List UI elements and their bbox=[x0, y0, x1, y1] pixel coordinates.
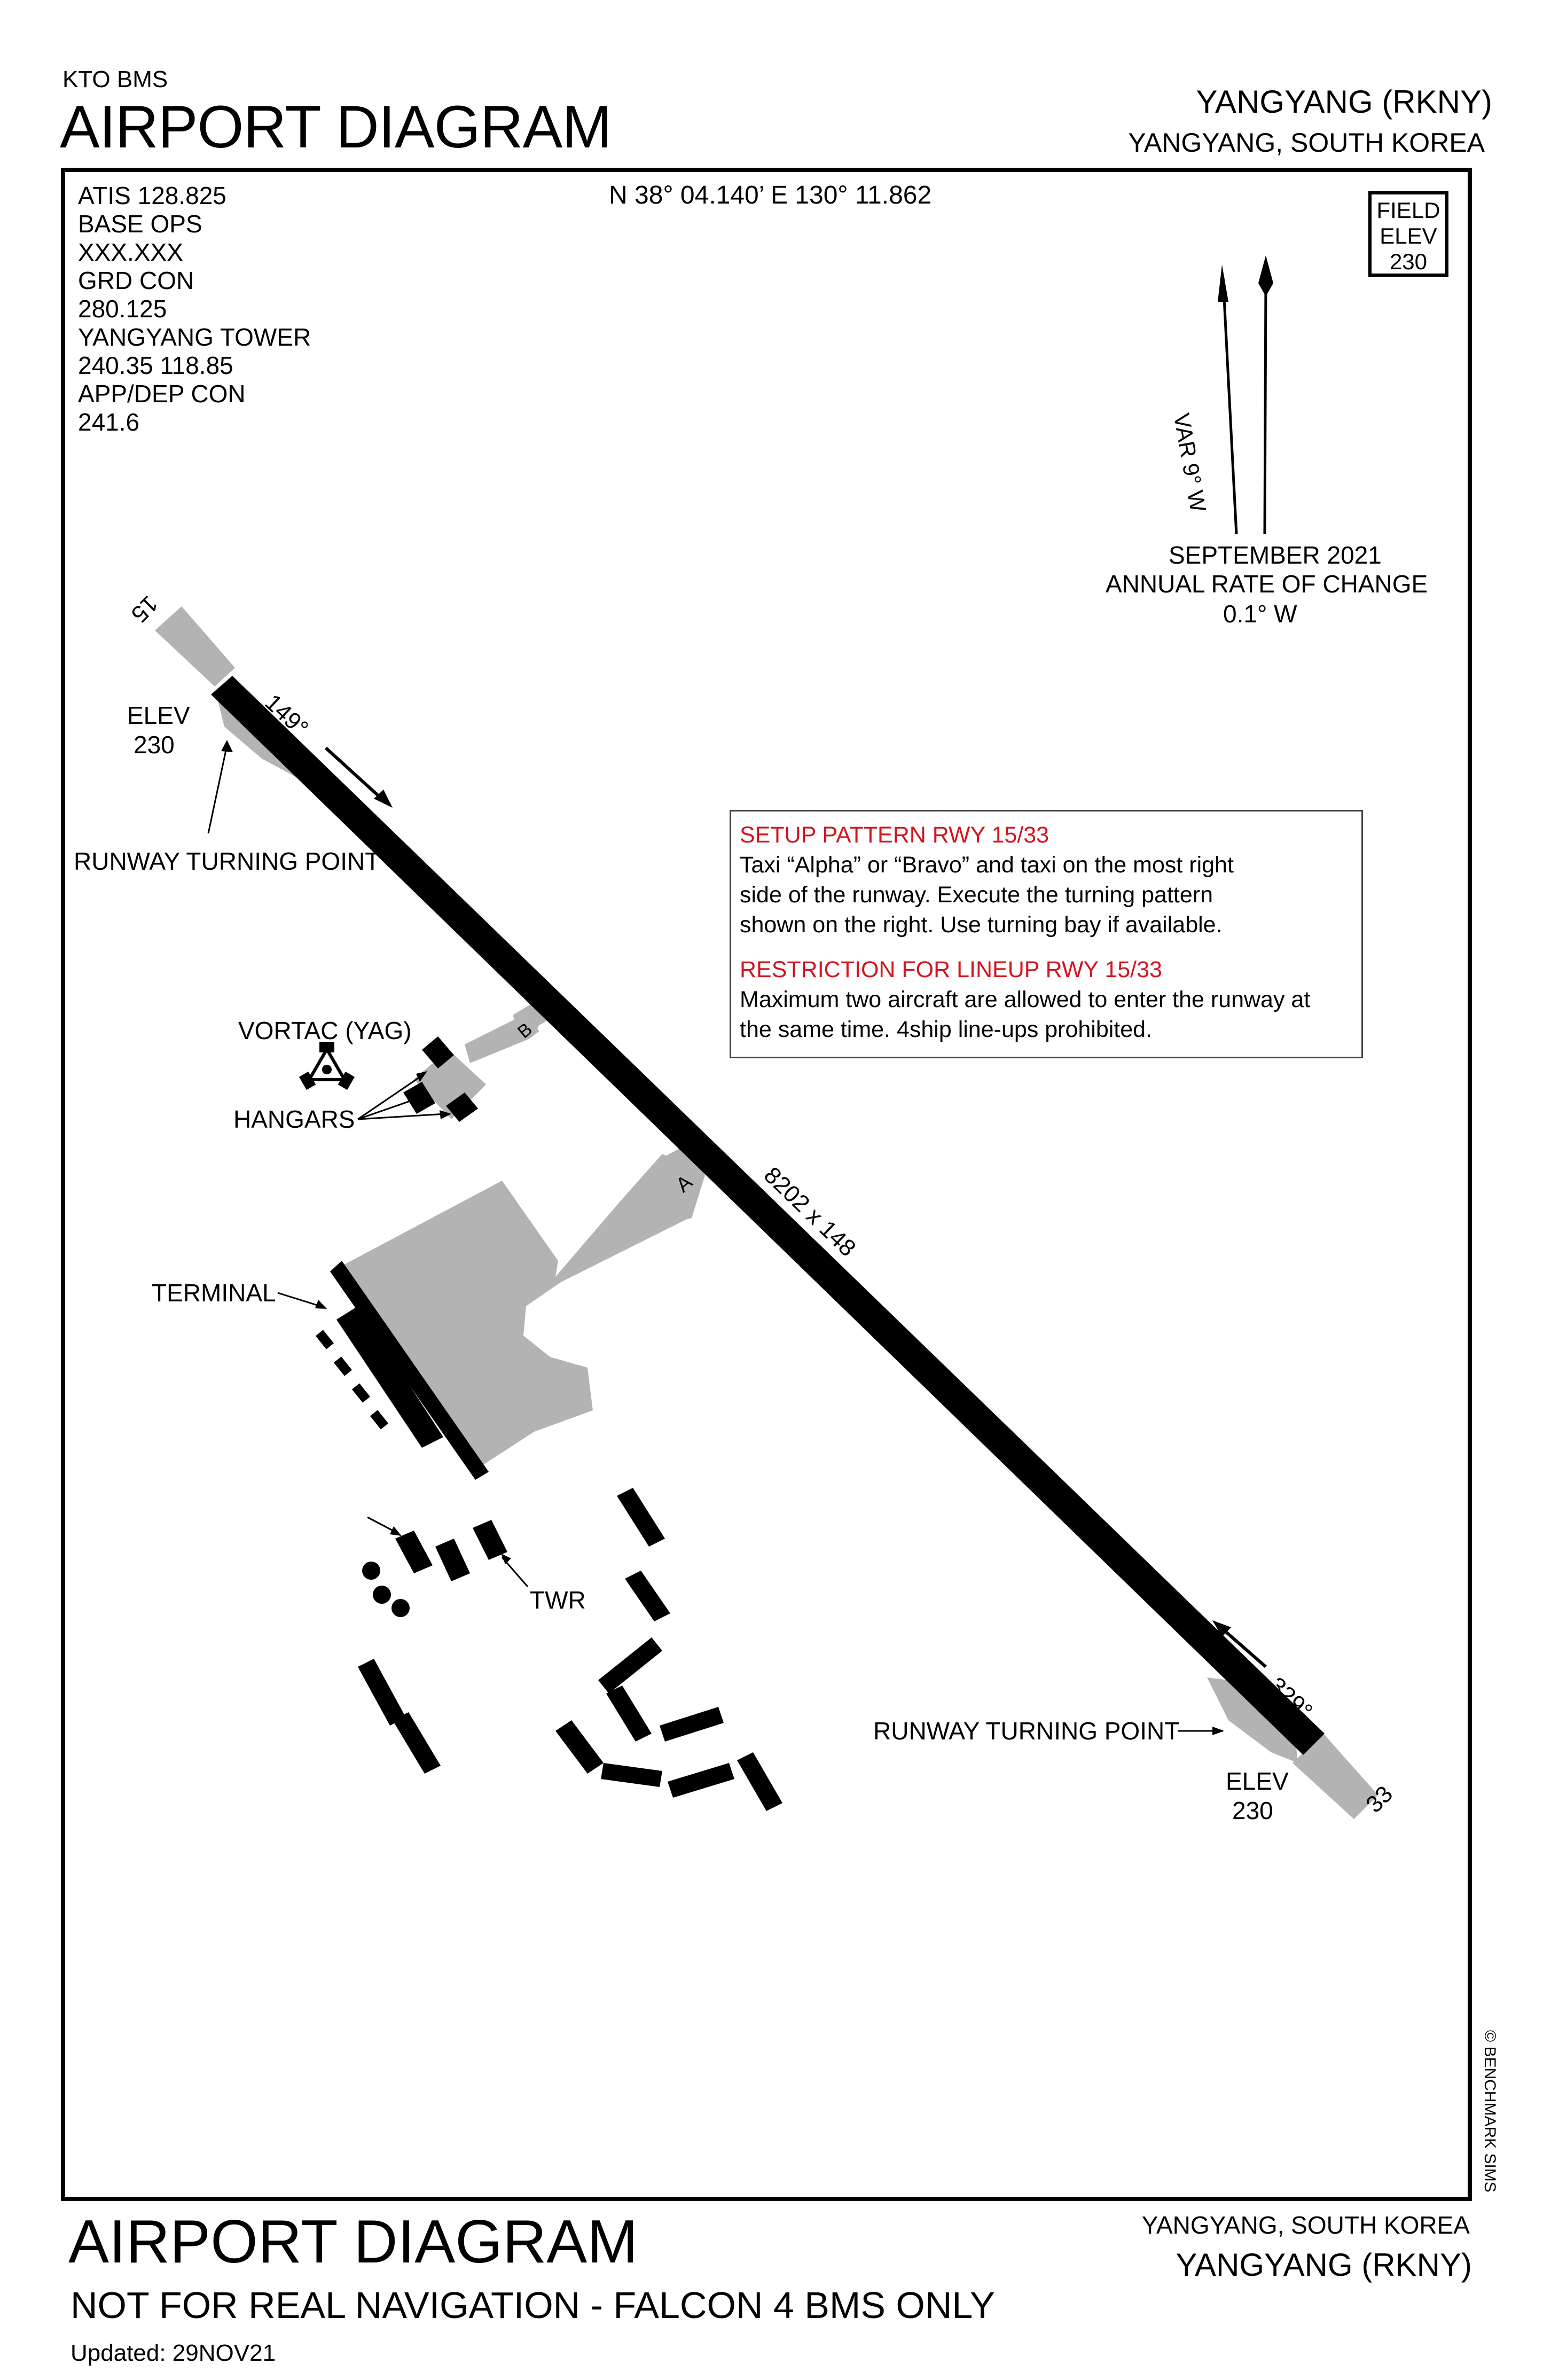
airport-name: YANGYANG (RKNY) bbox=[1196, 84, 1492, 120]
freq-grd-con-value: 280.125 bbox=[78, 295, 167, 323]
footer-title: AIRPORT DIAGRAM bbox=[68, 2208, 638, 2276]
freq-atis: ATIS 128.825 bbox=[78, 182, 226, 209]
page-title: AIRPORT DIAGRAM bbox=[60, 93, 612, 160]
overrun-north bbox=[155, 606, 235, 686]
updated-date: Updated: 29NOV21 bbox=[70, 2340, 276, 2366]
north-arrows bbox=[1221, 277, 1267, 535]
freq-base-ops-value: XXX.XXX bbox=[78, 238, 183, 266]
heading-arrow-329 bbox=[1222, 1628, 1267, 1668]
elev-south-label: ELEV bbox=[1226, 1767, 1289, 1795]
true-north-arrowhead bbox=[1258, 255, 1273, 296]
hangars-label: HANGARS bbox=[233, 1105, 355, 1133]
vortac-icon bbox=[299, 1042, 355, 1090]
chart-source: KTO BMS bbox=[62, 66, 168, 92]
freq-base-ops: BASE OPS bbox=[78, 210, 202, 238]
elev-south-value: 230 bbox=[1232, 1797, 1273, 1824]
tower-label: TWR bbox=[530, 1586, 586, 1614]
airport-coordinates: N 38° 04.140’ E 130° 11.862 bbox=[609, 181, 932, 209]
footer-subtitle: NOT FOR REAL NAVIGATION - FALCON 4 BMS O… bbox=[70, 2284, 995, 2326]
runway-turning-point-south: RUNWAY TURNING POINT bbox=[873, 1717, 1180, 1745]
setup-pattern-text: Taxi “Alpha” or “Bravo” and taxi on the … bbox=[740, 852, 1234, 938]
airport-location: YANGYANG, SOUTH KOREA bbox=[1128, 128, 1485, 158]
freq-app-dep-value: 241.6 bbox=[78, 408, 140, 436]
buildings bbox=[358, 1488, 782, 1811]
terminal-wing bbox=[336, 1306, 443, 1448]
taxiway-a bbox=[660, 1143, 705, 1223]
freq-app-dep: APP/DEP CON bbox=[78, 380, 246, 408]
field-elevation-box: FIELD ELEV 230 bbox=[1368, 191, 1448, 277]
magnetic-north-arrowhead bbox=[1218, 264, 1228, 302]
restriction-text: Maximum two aircraft are allowed to ente… bbox=[740, 987, 1311, 1042]
field-elev-value: 230 bbox=[1389, 249, 1428, 274]
freq-grd-con: GRD CON bbox=[78, 267, 194, 294]
heading-arrow-149 bbox=[324, 746, 386, 803]
freq-tower: YANGYANG TOWER bbox=[78, 323, 311, 351]
copyright: © BENCHMARK SIMS bbox=[1481, 2030, 1499, 2192]
terminal-building bbox=[330, 1261, 489, 1480]
restriction-title: RESTRICTION FOR LINEUP RWY 15/33 bbox=[740, 957, 1162, 982]
terminal-dashes bbox=[315, 1330, 389, 1430]
magnetic-rate: 0.1° W bbox=[1223, 600, 1297, 628]
overrun-south bbox=[1292, 1734, 1378, 1819]
heading-arrow-149-head bbox=[374, 790, 393, 808]
field-elev-line2: ELEV bbox=[1380, 223, 1437, 248]
footer-airport: YANGYANG (RKNY) bbox=[1176, 2247, 1472, 2283]
leader-arrowheads bbox=[221, 740, 1224, 1735]
leader-lines bbox=[207, 745, 1223, 1732]
vortac-label: VORTAC (YAG) bbox=[238, 1017, 412, 1044]
runway bbox=[211, 676, 1325, 1755]
heading-arrow-329-head bbox=[1212, 1620, 1231, 1637]
setup-pattern-title: SETUP PATTERN RWY 15/33 bbox=[740, 822, 1049, 848]
footer-location: YANGYANG, SOUTH KOREA bbox=[1141, 2211, 1470, 2239]
elev-north-value: 230 bbox=[134, 731, 175, 759]
magnetic-date: SEPTEMBER 2021 bbox=[1169, 541, 1382, 569]
elev-north-label: ELEV bbox=[127, 701, 190, 729]
freq-tower-value: 240.35 118.85 bbox=[78, 352, 233, 379]
notice-box: SETUP PATTERN RWY 15/33 Taxi “Alpha” or … bbox=[730, 810, 1363, 1058]
runway-turning-point-north: RUNWAY TURNING POINT bbox=[74, 847, 380, 875]
terminal-label: TERMINAL bbox=[152, 1279, 276, 1307]
magnetic-rate-label: ANNUAL RATE OF CHANGE bbox=[1106, 570, 1428, 598]
diagram-frame bbox=[61, 168, 1472, 2201]
field-elev-line1: FIELD bbox=[1376, 198, 1440, 223]
